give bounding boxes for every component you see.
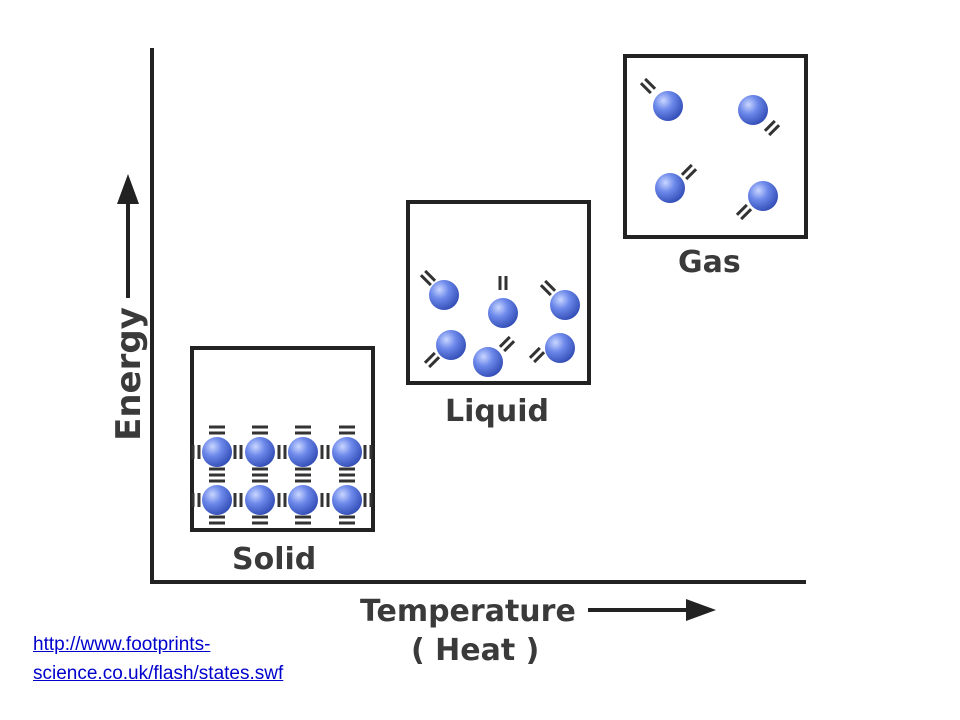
motion-marks-icon: [419, 269, 437, 287]
energy-arrow-head-icon: [117, 174, 139, 204]
particle-icon: [202, 437, 232, 467]
particle-icon: [748, 181, 778, 211]
particle-icon: [550, 290, 580, 320]
motion-marks-icon: [191, 445, 201, 459]
motion-marks-icon: [498, 276, 508, 290]
motion-marks-icon: [233, 445, 243, 459]
motion-marks-icon: [295, 425, 311, 435]
motion-marks-icon: [339, 473, 355, 483]
motion-marks-icon: [209, 473, 225, 483]
particle-icon: [429, 280, 459, 310]
solid-particles: [191, 425, 373, 525]
motion-marks-icon: [191, 493, 201, 507]
motion-marks-icon: [277, 445, 287, 459]
motion-marks-icon: [363, 493, 373, 507]
particle-icon: [288, 485, 318, 515]
particle-icon: [545, 333, 575, 363]
particle-icon: [202, 485, 232, 515]
motion-marks-icon: [320, 445, 330, 459]
gas-label: Gas: [678, 245, 741, 280]
particle-icon: [245, 437, 275, 467]
motion-marks-icon: [233, 493, 243, 507]
solid-label: Solid: [232, 542, 316, 577]
motion-marks-icon: [339, 425, 355, 435]
temperature-label: Temperature: [360, 594, 576, 629]
energy-label: Energy: [109, 307, 149, 441]
particle-icon: [332, 437, 362, 467]
motion-marks-icon: [320, 493, 330, 507]
particle-icon: [488, 298, 518, 328]
liquid-particles: [419, 269, 580, 377]
motion-marks-icon: [295, 515, 311, 525]
solid-box: [190, 346, 375, 532]
source-link[interactable]: http://www.footprints- science.co.uk/fla…: [33, 630, 363, 688]
source-link-line2[interactable]: science.co.uk/flash/states.swf: [33, 663, 284, 684]
particle-icon: [653, 91, 683, 121]
temperature-arrow-head-icon: [686, 599, 716, 621]
particle-icon: [473, 347, 503, 377]
particle-icon: [436, 330, 466, 360]
heat-label: ( Heat ): [411, 633, 539, 668]
particle-icon: [738, 95, 768, 125]
particle-icon: [332, 485, 362, 515]
motion-marks-icon: [252, 473, 268, 483]
motion-marks-icon: [423, 351, 441, 369]
particle-icon: [288, 437, 318, 467]
motion-marks-icon: [295, 473, 311, 483]
motion-marks-icon: [339, 515, 355, 525]
source-link-line1[interactable]: http://www.footprints-: [33, 634, 211, 655]
motion-marks-icon: [209, 515, 225, 525]
gas-particles: [639, 77, 781, 221]
motion-marks-icon: [735, 203, 753, 221]
motion-marks-icon: [763, 119, 781, 137]
motion-marks-icon: [252, 515, 268, 525]
gas-box: [623, 54, 808, 239]
motion-marks-icon: [680, 163, 698, 181]
axes: [150, 48, 806, 584]
motion-marks-icon: [539, 279, 557, 297]
particle-icon: [245, 485, 275, 515]
motion-marks-icon: [252, 425, 268, 435]
motion-marks-icon: [277, 493, 287, 507]
motion-marks-icon: [363, 445, 373, 459]
liquid-box: [406, 200, 591, 385]
temperature-axis-label-group: Temperature ( Heat ): [360, 594, 716, 668]
motion-marks-icon: [639, 77, 657, 95]
motion-marks-icon: [209, 425, 225, 435]
motion-marks-icon: [498, 335, 516, 353]
liquid-label: Liquid: [445, 394, 549, 429]
energy-axis-label-group: Energy: [109, 174, 149, 441]
particle-icon: [655, 173, 685, 203]
motion-marks-icon: [528, 346, 546, 364]
